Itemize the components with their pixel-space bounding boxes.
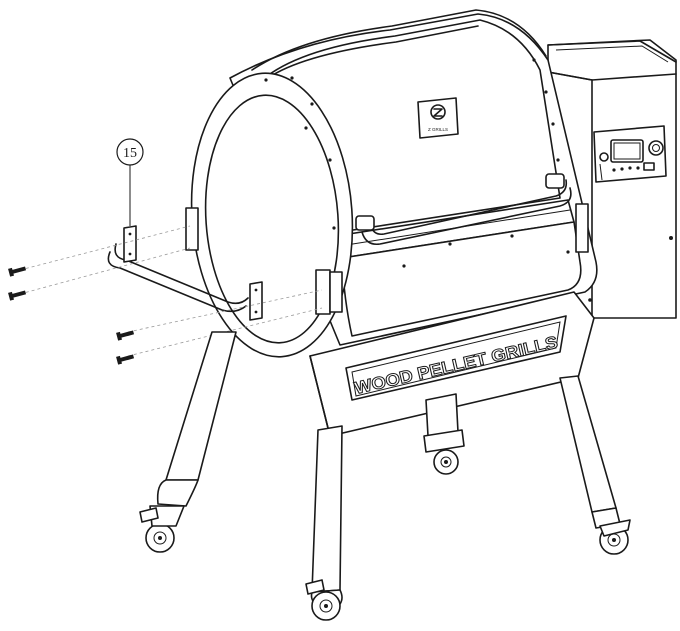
screw-icon <box>116 354 135 365</box>
caster-wheel-icon <box>433 449 459 475</box>
assembly-guide-lines <box>19 225 323 357</box>
caster-wheel-icon <box>139 505 185 553</box>
side-brackets <box>185 203 589 315</box>
lid-handle <box>355 173 572 246</box>
callout-15: 15 <box>116 138 144 226</box>
lid-logo-badge: Z GRILLS <box>417 97 459 139</box>
controller-panel <box>593 125 667 183</box>
caster-wheel-icon <box>599 519 631 555</box>
power-button <box>599 152 609 162</box>
casters <box>139 449 631 621</box>
callout-number: 15 <box>123 146 137 161</box>
controller-knob <box>648 140 664 156</box>
barrel-end-cap <box>190 72 354 358</box>
logo-icon <box>430 104 446 120</box>
side-handle-part-15 <box>107 225 263 321</box>
controller-display <box>610 139 644 163</box>
screws <box>8 266 135 365</box>
screw-icon <box>116 330 135 341</box>
screw-icon <box>8 266 27 277</box>
lid-logo-text: Z GRILLS <box>428 127 448 132</box>
screw-icon <box>8 290 27 301</box>
caster-wheel-icon <box>305 579 341 621</box>
name-plate <box>345 315 567 401</box>
front-cross-panel: WOOD PELLET GRILLS <box>309 291 595 437</box>
